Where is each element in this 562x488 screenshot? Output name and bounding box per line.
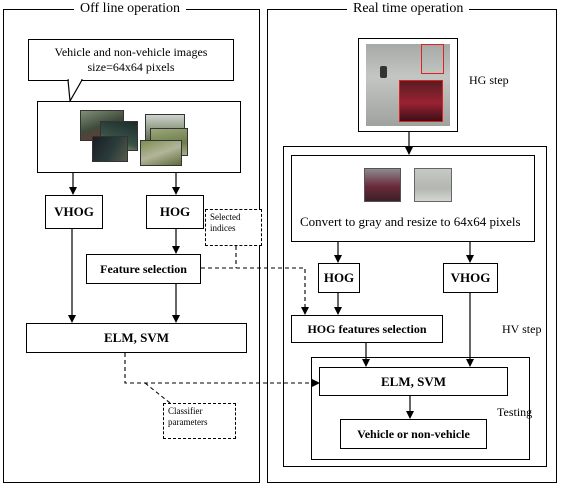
offline-vhog-box: VHOG (45, 195, 103, 229)
dataset-callout-line2: size=64x64 pixels (87, 60, 175, 74)
selected-indices-line1: Selected (210, 212, 241, 222)
convert-box (291, 155, 535, 242)
dataset-callout: Vehicle and non-vehicle images size=64x6… (28, 39, 234, 81)
hg-step-motorbike (380, 66, 387, 78)
dataset-callout-line1: Vehicle and non-vehicle images (54, 45, 208, 59)
realtime-hog-box: HOG (318, 263, 360, 293)
classifier-parameters-line1: Classifier (168, 406, 203, 416)
selected-indices-line2: indices (210, 223, 236, 233)
sample-images-box (37, 101, 241, 173)
realtime-vhog-box: VHOG (443, 263, 498, 293)
classifier-parameters-note: Classifier parameters (163, 403, 236, 439)
testing-label: Testing (497, 405, 533, 419)
feature-selection-box: Feature selection (86, 254, 201, 284)
hv-step-label: HV step (502, 322, 542, 336)
hg-step-label: HG step (469, 73, 509, 87)
testing-frame (311, 357, 530, 460)
convert-label: Convert to gray and resize to 64x64 pixe… (300, 214, 521, 229)
classifier-parameters-line2: parameters (168, 417, 208, 427)
offline-hog-box: HOG (146, 195, 204, 229)
selected-indices-note: Selected indices (205, 209, 262, 246)
realtime-classifier-box: ELM, SVM (319, 367, 508, 396)
sample-image-3 (92, 136, 128, 162)
convert-crop-road (414, 168, 452, 202)
hv-step-frame (283, 146, 547, 467)
hg-step-detection-box-1 (421, 44, 444, 74)
result-box: Vehicle or non-vehicle (340, 419, 487, 449)
convert-crop-car (364, 168, 401, 202)
sample-image-6 (140, 140, 182, 166)
hog-features-selection-box: HOG features selection (291, 315, 443, 343)
offline-classifier-box: ELM, SVM (26, 323, 247, 353)
hg-step-detection-box-2 (399, 80, 443, 122)
realtime-title: Real time operation (347, 1, 470, 17)
offline-title: Off line operation (74, 1, 187, 17)
